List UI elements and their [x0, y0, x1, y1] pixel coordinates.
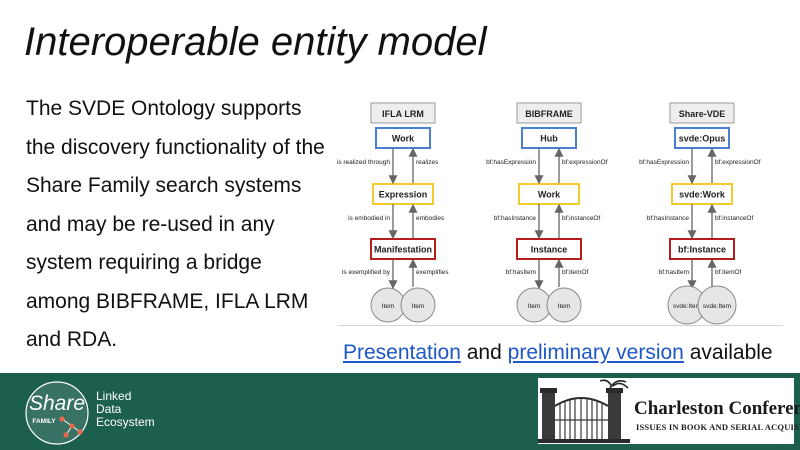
col2-top-down-label: bf:hasExpression [486, 159, 536, 166]
col3-item-1-label: svde:Item [673, 303, 701, 310]
col3-bottom-label: bf:Instance [678, 245, 726, 255]
gate-illustration-icon [538, 379, 630, 443]
col2-mid-up-label: bf:instanceOf [562, 215, 600, 222]
col3-bot-up-label: bf:itemOf [715, 269, 742, 276]
charleston-title-text: Charleston Conference [634, 398, 800, 419]
col2-item-1-label: Item [528, 303, 541, 310]
share-tagline-data: Data [96, 402, 122, 416]
col1-bot-down-label: is exemplified by [342, 269, 391, 276]
col1-mid-down-label: is embodied in [348, 215, 390, 222]
col2-item-2-circle [546, 287, 582, 323]
col1-item-2-label: Item [412, 303, 425, 310]
col2-header-label: BIBFRAME [525, 109, 573, 119]
col3-bottom-box [669, 238, 735, 260]
divider-line [338, 325, 783, 326]
col1-bot-up-label: exemplifies [416, 269, 449, 276]
col3-top-label: svde:Opus [679, 134, 726, 144]
col2-mid-down-label: bf:hasInstance [494, 215, 537, 222]
col3-top-down-label: bf:hasExpression [639, 159, 689, 166]
col1-top-label: Work [392, 134, 415, 144]
col1-item-1-label: Item [382, 303, 395, 310]
col2-middle-box [518, 183, 580, 205]
col2-bottom-label: Instance [531, 245, 568, 255]
col1-bottom-label: Manifestation [374, 245, 432, 255]
col1-header-box [370, 102, 436, 124]
col1-header-label: IFLA LRM [382, 109, 424, 119]
col2-bottom-box [516, 238, 582, 260]
share-tagline-ecosystem: Ecosystem [96, 415, 155, 429]
slide-body-text: The SVDE Ontology supports the discovery… [26, 97, 325, 351]
col1-item-2-circle [400, 287, 436, 323]
col2-top-label: Hub [540, 134, 558, 144]
col3-header-label: Share-VDE [679, 109, 726, 119]
col1-mid-up-label: embodies [416, 215, 445, 222]
share-tagline: Linked Data Ecosystem [96, 390, 155, 429]
col3-bot-down-label: bf:hasItem [659, 269, 689, 276]
col1-top-box [375, 127, 431, 149]
col2-bot-down-label: bf:hasItem [506, 269, 536, 276]
col1-middle-label: Expression [379, 190, 428, 200]
col2-header-box [516, 102, 582, 124]
col1-top-down-label: is realized through [337, 159, 390, 166]
col2-middle-label: Work [538, 190, 561, 200]
charleston-subtitle: ISSUES IN BOOK AND SERIAL ACQUISITION [636, 422, 800, 432]
charleston-title: Charleston ConferenceTM [634, 398, 800, 420]
charleston-conference-logo: Charleston ConferenceTM ISSUES IN BOOK A… [538, 378, 800, 444]
col3-top-box [674, 127, 730, 149]
col3-top-up-label: bf:expressionOf [715, 159, 761, 166]
col2-top-up-label: bf:expressionOf [562, 159, 608, 166]
slide-title: Interoperable entity model [24, 20, 487, 64]
share-logo-family: FAMILY [32, 418, 56, 425]
presentation-link[interactable]: Presentation [343, 341, 461, 364]
availability-line: Presentation and preliminary version ava… [343, 341, 773, 365]
preliminary-version-link[interactable]: preliminary version [507, 341, 684, 364]
col2-bot-up-label: bf:itemOf [562, 269, 589, 276]
col3-middle-label: svde:Work [679, 190, 726, 200]
col1-top-up-label: realizes [416, 159, 439, 166]
availability-suffix: available [683, 341, 773, 364]
col1-middle-box [372, 183, 434, 205]
col3-mid-down-label: bf:hasInstance [647, 215, 690, 222]
availability-and: and [460, 341, 508, 364]
col2-top-box [521, 127, 577, 149]
col3-item-2-circle [697, 285, 737, 325]
col3-middle-box [671, 183, 733, 205]
col3-item-2-label: svde:Item [703, 303, 731, 310]
col2-item-2-label: Item [558, 303, 571, 310]
share-family-logo: Share FAMILY [25, 381, 89, 445]
col1-bottom-box [370, 238, 436, 260]
col3-mid-up-label: bf:instanceOf [715, 215, 753, 222]
share-tagline-linked: Linked [96, 389, 132, 403]
share-logo-word: Share [29, 392, 85, 415]
col3-header-box [669, 102, 735, 124]
